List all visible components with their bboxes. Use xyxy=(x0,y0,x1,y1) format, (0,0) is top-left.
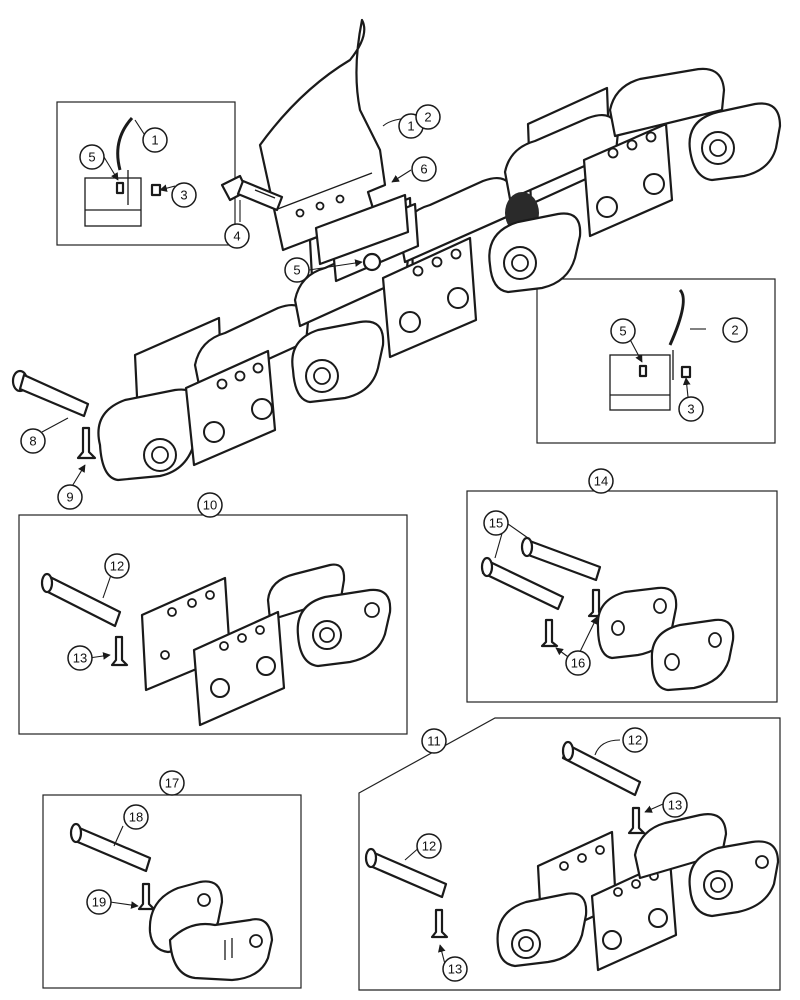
spring-clip-detail-2 xyxy=(609,288,692,411)
connecting-pin xyxy=(11,369,90,418)
callout-11: 11 xyxy=(421,728,447,754)
inset-box-11 xyxy=(358,717,781,991)
inset-10-parts xyxy=(40,563,392,727)
callout-label: 6 xyxy=(420,162,427,177)
chain-front-link xyxy=(688,102,782,182)
callout-label: 2 xyxy=(424,110,431,125)
callout-5b: 5 xyxy=(284,257,310,283)
callout-15: 15 xyxy=(483,510,509,536)
callout-6: 6 xyxy=(411,156,437,182)
callout-label: 12 xyxy=(422,839,436,854)
inset-14-parts xyxy=(480,536,735,692)
callout-label: 5 xyxy=(293,263,300,278)
callout-13a: 13 xyxy=(67,645,93,671)
paddle-flight xyxy=(258,18,387,252)
callout-16: 16 xyxy=(565,650,591,676)
callout-17: 17 xyxy=(159,770,185,796)
chain-front-link xyxy=(291,320,385,404)
callout-12a: 12 xyxy=(104,553,130,579)
callout-label: 18 xyxy=(129,810,143,825)
callout-label: 15 xyxy=(489,516,503,531)
chain-front-link xyxy=(97,388,202,482)
callout-label: 13 xyxy=(448,962,462,977)
callout-label: 14 xyxy=(594,474,608,489)
inset-17-parts xyxy=(69,822,274,982)
chain-front-link xyxy=(488,212,582,294)
callout-12c: 12 xyxy=(416,833,442,859)
inset-box-spring-1 xyxy=(56,101,236,246)
callout-label: 16 xyxy=(571,656,585,671)
callout-label: 5 xyxy=(619,324,626,339)
callout-label: 12 xyxy=(628,733,642,748)
callout-10: 10 xyxy=(197,492,223,518)
callout-label: 1 xyxy=(407,119,414,134)
chain-attachment-plate xyxy=(184,349,277,467)
callout-18: 18 xyxy=(123,804,149,830)
callout-label: 10 xyxy=(203,498,217,513)
callout-3b: 3 xyxy=(678,396,704,422)
callout-label: 8 xyxy=(29,434,36,449)
chain-outer-link xyxy=(608,67,726,138)
callout-2a: 2 xyxy=(415,104,441,130)
inset-box-14 xyxy=(466,490,778,703)
callout-5a: 5 xyxy=(79,144,105,170)
callout-12b: 12 xyxy=(622,727,648,753)
callout-13c: 13 xyxy=(442,956,468,982)
callout-1a: 1 xyxy=(142,127,168,153)
inset-box-spring-2 xyxy=(536,278,776,444)
spacer-plate xyxy=(314,193,410,266)
main-chain-assembly xyxy=(97,67,782,482)
callout-label: 12 xyxy=(110,559,124,574)
callout-19: 19 xyxy=(86,889,112,915)
callout-label: 5 xyxy=(88,150,95,165)
chain-attachment-plate xyxy=(582,122,674,238)
nut xyxy=(362,252,382,272)
leader-lines xyxy=(41,117,706,969)
bolt xyxy=(220,174,284,212)
callout-label: 17 xyxy=(165,776,179,791)
callout-label: 2 xyxy=(731,323,738,338)
callout-label: 19 xyxy=(92,895,106,910)
cotter-clip xyxy=(76,426,97,460)
callout-14: 14 xyxy=(588,468,614,494)
callout-label: 4 xyxy=(233,229,240,244)
callout-label: 3 xyxy=(687,402,694,417)
inset-11-parts xyxy=(364,740,780,972)
callout-label: 1 xyxy=(151,133,158,148)
callout-label: 11 xyxy=(427,734,441,749)
callout-5c: 5 xyxy=(610,318,636,344)
callout-4: 4 xyxy=(224,223,250,249)
callout-label: 9 xyxy=(66,490,73,505)
callout-2b: 2 xyxy=(722,317,748,343)
chain-attachment-plate xyxy=(381,236,478,359)
callout-label: 13 xyxy=(668,798,682,813)
callout-label: 3 xyxy=(180,188,187,203)
callout-8: 8 xyxy=(20,428,46,454)
callout-9: 9 xyxy=(57,484,83,510)
callout-label: 13 xyxy=(73,651,87,666)
callout-13b: 13 xyxy=(662,792,688,818)
callout-3a: 3 xyxy=(171,182,197,208)
